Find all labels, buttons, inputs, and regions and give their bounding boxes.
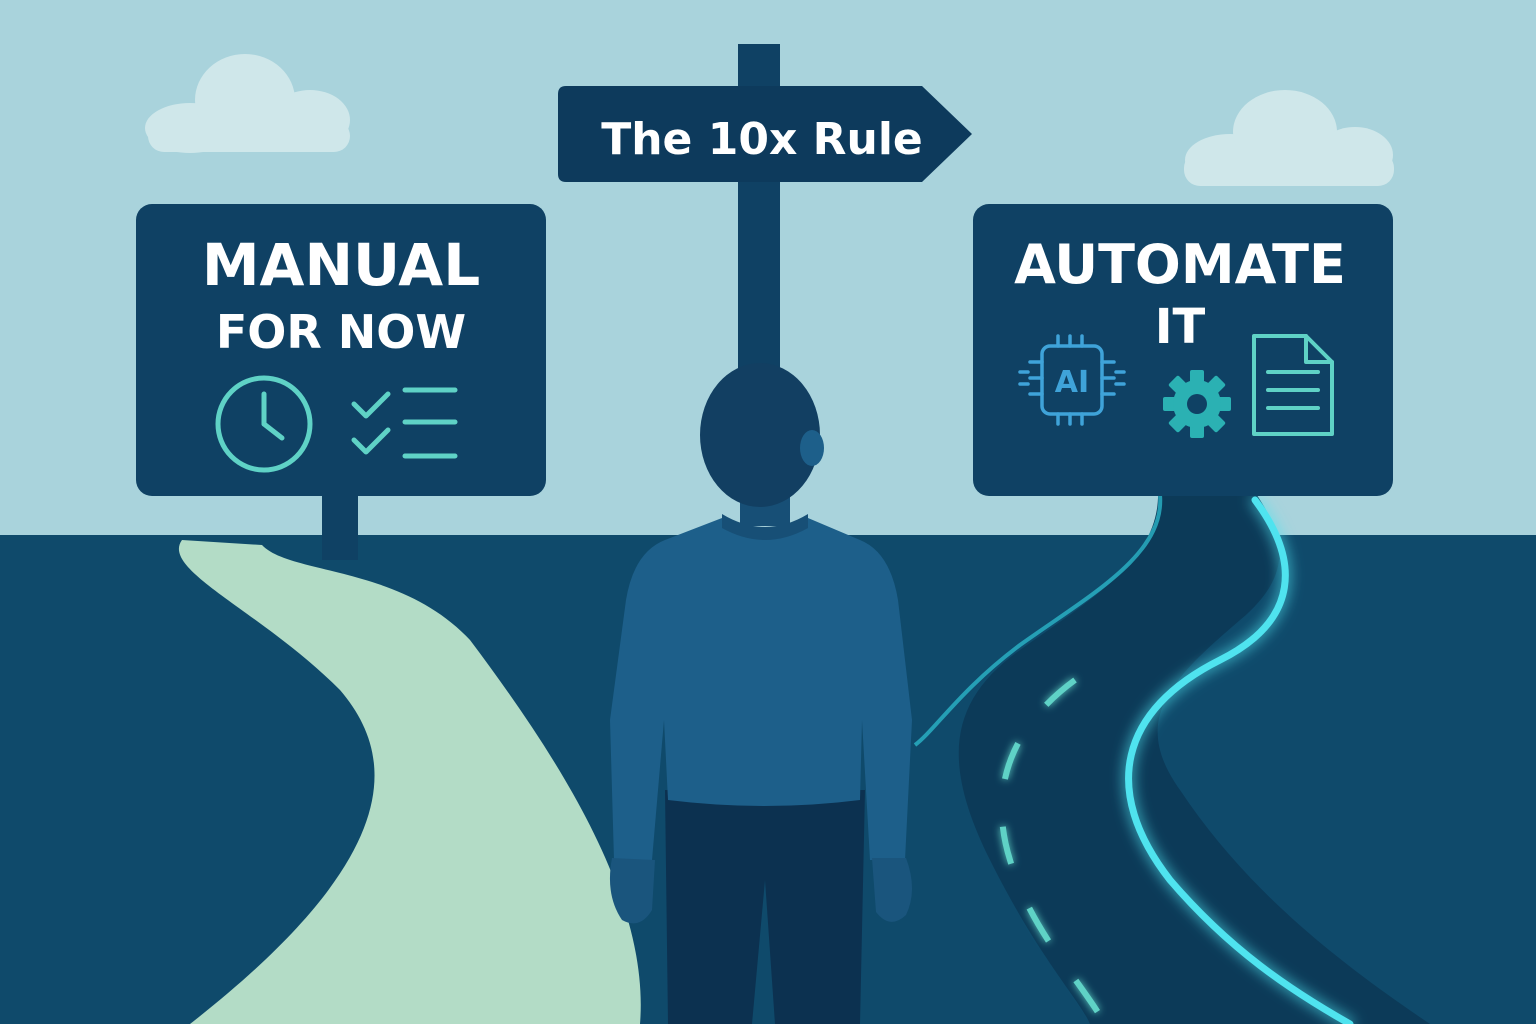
- right-sign-board: [973, 204, 1393, 496]
- ai-chip-icon: [1018, 334, 1126, 426]
- person-head: [700, 363, 820, 507]
- road-edge-left: [913, 494, 1163, 747]
- person-ear: [800, 430, 824, 466]
- cloud-left: [145, 54, 350, 153]
- document-icon: [1252, 334, 1334, 436]
- person: [609, 363, 912, 1024]
- gear-icon: [1163, 370, 1231, 438]
- ai-chip-label: AI: [1055, 365, 1089, 400]
- person-left-hand: [609, 858, 655, 924]
- person-collar: [722, 514, 808, 540]
- center-sign-label: The 10x Rule: [601, 114, 923, 165]
- automation-road: [958, 492, 1430, 1024]
- right-sign-line1: AUTOMATE: [1014, 233, 1346, 296]
- road-center-dashes: [998, 677, 1108, 1024]
- cloud-right: [1184, 90, 1394, 186]
- manual-path: [178, 540, 641, 1024]
- left-sign-line2: FOR NOW: [216, 305, 466, 359]
- center-arrow-sign: [558, 86, 972, 182]
- person-legs: [665, 790, 865, 1024]
- person-torso: [610, 518, 912, 860]
- left-sign-post: [322, 490, 358, 560]
- person-right-hand: [872, 858, 912, 922]
- left-sign-line1: MANUAL: [202, 231, 480, 299]
- checklist-icon: [351, 387, 458, 459]
- glowing-road-line: [1125, 496, 1354, 1024]
- clock-icon: [215, 375, 313, 473]
- right-sign-line2: IT: [1155, 299, 1206, 355]
